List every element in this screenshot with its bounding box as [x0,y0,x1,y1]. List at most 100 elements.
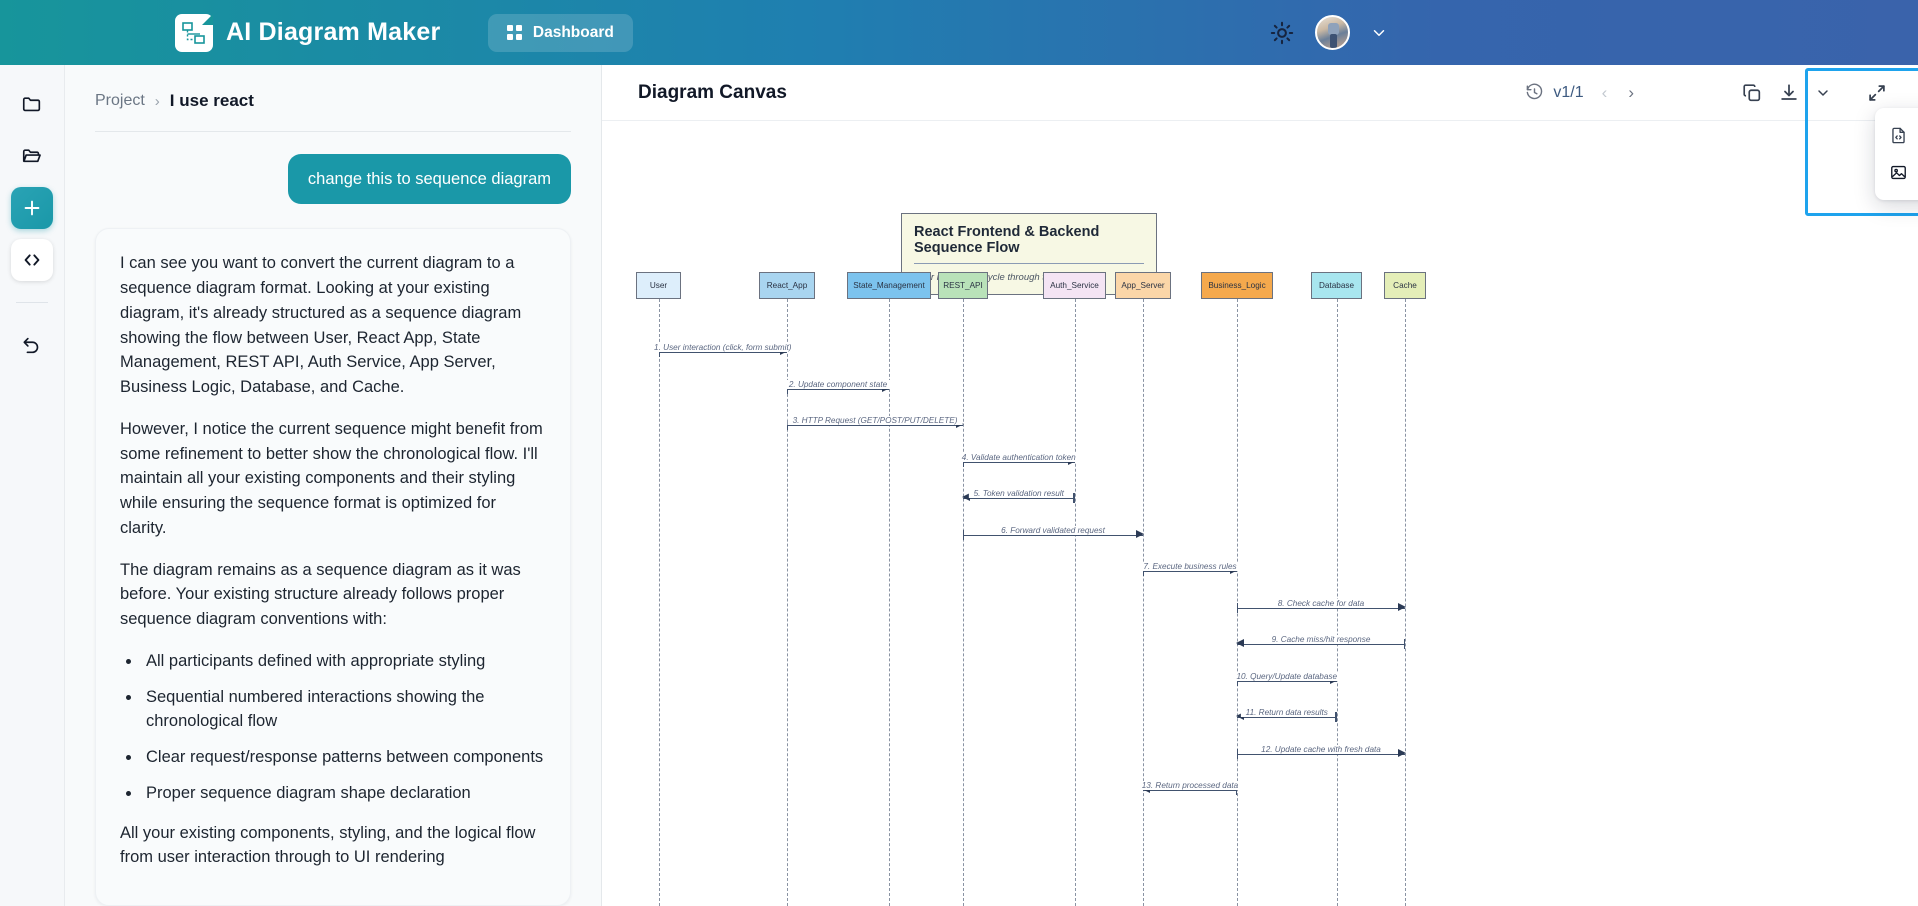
folder-open-icon [21,145,43,167]
sun-icon[interactable] [1269,20,1295,46]
lifeline [1237,299,1238,906]
sequence-message[interactable]: 13. Return processed data [1136,781,1244,797]
arrow-head-right-icon [1136,530,1144,539]
sequence-message[interactable]: 2. Update component state [783,380,893,396]
breadcrumb-separator: › [154,92,160,110]
export-chevron-down-icon[interactable] [1815,85,1831,101]
sidebar-item-code-view[interactable] [11,239,53,281]
lifeline [889,299,890,906]
lifeline [1143,299,1144,906]
menu-item-export-svg[interactable]: Export as SVG [1875,117,1918,154]
participant-box[interactable]: React_App [759,272,815,299]
message-line [1237,644,1405,646]
version-indicator: v1/1 [1525,83,1584,102]
message-label: 7. Execute business rules [1138,562,1242,571]
lifeline [787,299,788,906]
sequence-message[interactable]: 4. Validate authentication token [956,453,1081,469]
participant-box[interactable]: State_Management [847,272,931,299]
assistant-paragraph: The diagram remains as a sequence diagra… [120,560,521,629]
sidebar-item-new-diagram[interactable] [11,187,53,229]
expand-icon[interactable] [1866,82,1888,104]
lifeline [963,299,964,906]
sequence-message[interactable]: 5. Token validation result [962,489,1075,505]
message-label: 13. Return processed data [1136,781,1244,790]
message-label: 8. Check cache for data [1272,599,1370,608]
participant-box[interactable]: App_Server [1115,272,1171,299]
message-label: 9. Cache miss/hit response [1266,635,1376,644]
sidebar-item-open-folder[interactable] [11,135,53,177]
message-origin-cap [963,530,965,540]
list-item: Sequential numbered interactions showing… [142,685,546,735]
undo-history-icon [21,334,43,356]
lifeline [1074,299,1076,906]
message-label: 10. Query/Update database [1231,672,1343,681]
next-version-button[interactable]: › [1628,82,1634,102]
sequence-message[interactable]: 12. Update cache with fresh data [1237,745,1406,761]
participant-box[interactable]: Auth_Service [1043,272,1106,299]
participant-box[interactable]: User [636,272,681,299]
sequence-message[interactable]: 11. Return data results [1236,708,1337,724]
participant-box[interactable]: Cache [1384,272,1426,299]
diagram-document-icon [175,13,213,52]
page-title: Diagram Canvas [638,81,787,103]
assistant-bullet-list: All participants defined with appropriat… [142,649,546,806]
participant-box[interactable]: Database [1311,272,1362,299]
sidebar-item-history[interactable] [11,324,53,366]
participant-label: App_Server [1121,281,1165,290]
list-item: All participants defined with appropriat… [142,649,546,674]
canvas-toolbar: Diagram Canvas v1/1 ‹ › [602,65,1918,216]
breadcrumb-root[interactable]: Project [95,92,145,109]
copy-icon[interactable] [1741,82,1763,104]
download-icon[interactable] [1778,82,1800,104]
assistant-message-card: I can see you want to convert the curren… [95,228,571,906]
breadcrumb-divider [95,131,571,132]
message-label: 4. Validate authentication token [956,453,1081,462]
sidebar-item-folder[interactable] [11,83,53,125]
message-origin-cap [1403,639,1405,649]
participant-label: Auth_Service [1050,281,1099,290]
participant-label: React_App [766,281,808,290]
participant-box[interactable]: REST_API [938,272,988,299]
sequence-message[interactable]: 6. Forward validated request [963,526,1144,542]
message-origin-cap [1237,749,1239,759]
diagram-canvas[interactable]: React Frontend & Backend Sequence Flow U… [602,120,1918,906]
avatar[interactable] [1315,15,1350,50]
message-line [1237,754,1405,756]
message-origin-cap [787,420,789,430]
assistant-closing: All your existing components, styling, a… [120,823,536,867]
title-divider [914,263,1144,264]
prev-version-button[interactable]: ‹ [1601,82,1608,102]
sequence-message[interactable]: 9. Cache miss/hit response [1236,635,1405,651]
message-label: 3. HTTP Request (GET/POST/PUT/DELETE) [787,416,963,425]
arrow-head-left-icon [1236,712,1244,721]
sequence-message[interactable]: 1. User interaction (click, form submit) [649,343,797,359]
diagram-title: React Frontend & Backend Sequence Flow [914,224,1100,256]
message-origin-cap [1235,785,1237,795]
chat-scroll-area[interactable]: change this to sequence diagram I can se… [65,132,601,906]
brand: AI Diagram Maker [175,13,440,52]
chevron-down-icon[interactable] [1370,24,1388,42]
plus-icon [21,197,43,219]
top-bar-actions [1269,15,1388,50]
message-line [1237,717,1337,719]
participant-box[interactable]: Business_Logic [1201,272,1273,299]
participant-label: Business_Logic [1208,281,1266,290]
list-item: Clear request/response patterns between … [142,745,546,770]
participant-label: Cache [1393,281,1417,290]
message-origin-cap [1237,676,1239,686]
assistant-paragraph: I can see you want to convert the curren… [120,254,522,397]
sequence-message[interactable]: 3. HTTP Request (GET/POST/PUT/DELETE) [787,416,964,432]
sequence-message[interactable]: 8. Check cache for data [1237,599,1406,615]
participant-label: State_Management [853,281,925,290]
menu-item-export-png[interactable]: Export as PNG [1875,154,1918,191]
sequence-message[interactable]: 10. Query/Update database [1231,672,1343,688]
user-message-bubble: change this to sequence diagram [287,154,571,205]
sequence-message[interactable]: 7. Execute business rules [1138,562,1242,578]
code-brackets-icon [21,249,43,271]
image-icon [1889,163,1908,182]
dashboard-button[interactable]: Dashboard [488,13,633,52]
message-line [963,462,1075,464]
message-line [963,535,1143,537]
diagram-subtitle: User request lifecycle through the syste… [914,272,1089,283]
